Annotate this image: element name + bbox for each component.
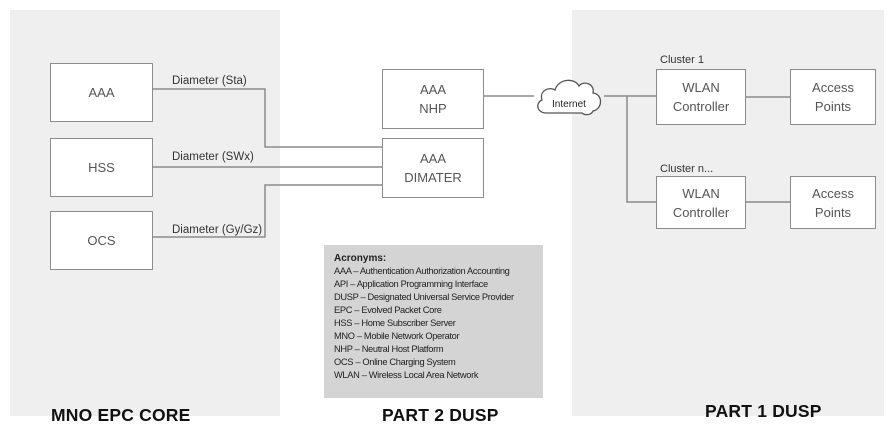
part1-dusp-title: PART 1 DUSP: [705, 401, 822, 421]
acronym-item: API – Application Programming Interface: [334, 279, 488, 289]
cluster-n-label: Cluster n...: [660, 163, 714, 175]
mno-epc-core-title: MNO EPC CORE: [51, 405, 191, 425]
hss-box: HSS: [50, 138, 153, 197]
cloud-icon: [537, 79, 602, 116]
acronyms-title: Acronyms:: [334, 253, 387, 264]
acronym-item: WLAN – Wireless Local Area Network: [334, 370, 479, 380]
acronym-item: AAA – Authentication Authorization Accou…: [334, 266, 510, 276]
acronym-item: EPC – Evolved Packet Core: [334, 305, 442, 315]
aaa-dimater-box: AAA DIMATER: [382, 138, 484, 198]
acronym-item: NHP – Neutral Host Platform: [334, 344, 444, 354]
ocs-box: OCS: [50, 211, 153, 270]
aaa-nhp-box: AAA NHP: [382, 69, 484, 129]
gygz-link: [153, 184, 382, 238]
part2-dusp-title: PART 2 DUSP: [382, 405, 499, 425]
access-points-n-box: Access Points: [790, 176, 876, 229]
cluster-1-label: Cluster 1: [660, 54, 705, 66]
access-points-1-box: Access Points: [790, 69, 876, 125]
diameter-gygz-label: Diameter (Gy/Gz): [172, 224, 263, 236]
diameter-swx-label: Diameter (SWx): [172, 151, 254, 163]
acronym-item: OCS – Online Charging System: [334, 357, 456, 367]
wlan-controller-1-box: WLAN Controller: [656, 69, 746, 125]
acronym-item: MNO – Mobile Network Operator: [334, 331, 460, 341]
diameter-sta-label: Diameter (Sta): [172, 75, 247, 87]
internet-label: Internet: [552, 99, 586, 110]
acronyms-panel: Acronyms: AAA – Authentication Authoriza…: [324, 245, 543, 398]
acronym-item: HSS – Home Subscriber Server: [334, 318, 456, 328]
sta-link: [153, 88, 382, 148]
aaa-box: AAA: [50, 63, 153, 122]
acronym-item: DUSP – Designated Universal Service Prov…: [334, 292, 514, 302]
internet-cluster-n-link: [626, 96, 656, 203]
wlan-controller-n-box: WLAN Controller: [656, 176, 746, 229]
internet-cloud: Internet: [532, 73, 606, 119]
